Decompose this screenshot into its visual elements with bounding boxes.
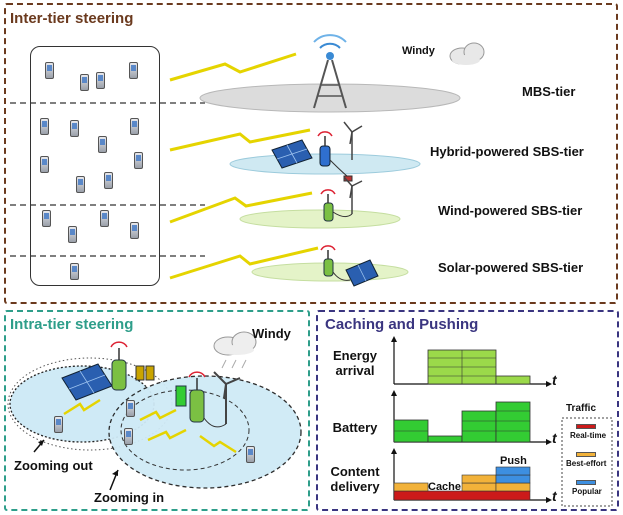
green-base-station-icon <box>188 371 206 423</box>
user-phone-icon <box>45 62 54 79</box>
user-group-box <box>30 46 160 286</box>
battery-icon <box>135 365 155 381</box>
legend-label-popular: Popular <box>572 487 602 496</box>
axis-t-content: t <box>552 488 557 504</box>
caching-panel <box>316 310 619 511</box>
user-phone-icon <box>126 400 135 417</box>
tier-label-wind: Wind-powered SBS-tier <box>438 203 583 218</box>
energy-arrival-bars <box>427 349 531 385</box>
user-phone-icon <box>134 152 143 169</box>
user-phone-icon <box>130 118 139 135</box>
battery-level-icon <box>175 385 187 407</box>
zoom-out-label: Zooming out <box>14 458 93 473</box>
user-phone-icon <box>98 136 107 153</box>
tier-label-solar: Solar-powered SBS-tier <box>438 260 584 275</box>
user-phone-icon <box>246 446 255 463</box>
intra-tier-panel <box>4 310 310 511</box>
wind-turbine-icon <box>343 176 363 214</box>
legend-title: Traffic <box>566 403 597 414</box>
macro-base-station-icon <box>313 34 347 109</box>
user-phone-icon <box>42 210 51 227</box>
row-label-battery: Battery <box>332 420 378 435</box>
cloud-icon <box>213 331 257 369</box>
legend-label-realtime: Real-time <box>570 431 607 440</box>
push-label: Push <box>500 455 527 467</box>
legend-label-best-effort: Best-effort <box>566 459 607 468</box>
row-label-energy: Energy arrival <box>332 348 378 378</box>
user-phone-icon <box>80 74 89 91</box>
legend-swatch-popular <box>576 480 596 485</box>
axis-t-energy: t <box>552 372 557 388</box>
user-phone-icon <box>70 120 79 137</box>
axis-t-battery: t <box>552 430 557 446</box>
solar-panel-icon <box>271 139 313 169</box>
green-base-station-icon <box>320 245 336 277</box>
user-phone-icon <box>70 263 79 280</box>
user-phone-icon <box>54 416 63 433</box>
green-base-station-icon <box>110 341 128 391</box>
zoom-in-label: Zooming in <box>94 490 165 505</box>
solar-panel-icon <box>345 259 379 287</box>
content-delivery-bars <box>393 466 531 501</box>
lightning-bolt-icon <box>63 398 237 454</box>
lightning-bolt-icon <box>169 52 319 280</box>
user-phone-icon <box>130 222 139 239</box>
intra-weather-label: Windy <box>252 326 291 341</box>
user-phone-icon <box>124 428 133 445</box>
user-phone-icon <box>96 72 105 89</box>
cache-label: Cache <box>428 481 462 493</box>
legend-swatch-best-effort <box>576 452 596 457</box>
tier-label-mbs: MBS-tier <box>522 84 576 99</box>
inter-tier-title: Inter-tier steering <box>10 10 134 27</box>
user-phone-icon <box>40 156 49 173</box>
user-phone-icon <box>100 210 109 227</box>
wind-turbine-icon <box>343 121 363 160</box>
inter-weather-label: Windy <box>402 45 435 57</box>
cloud-icon <box>449 42 485 65</box>
user-phone-icon <box>129 62 138 79</box>
user-phone-icon <box>76 176 85 193</box>
user-phone-icon <box>104 172 113 189</box>
legend-swatch-realtime <box>576 424 596 429</box>
inter-tier-panel <box>4 3 618 304</box>
user-phone-icon <box>68 226 77 243</box>
intra-tier-title: Intra-tier steering <box>10 316 134 333</box>
wind-turbine-icon <box>213 371 241 424</box>
battery-bars <box>393 401 531 443</box>
tier-label-hybrid: Hybrid-powered SBS-tier <box>430 144 584 159</box>
user-phone-icon <box>40 118 49 135</box>
row-label-content: Content delivery <box>330 464 380 494</box>
small-base-station-icon <box>317 131 333 167</box>
caching-title: Caching and Pushing <box>325 316 479 333</box>
